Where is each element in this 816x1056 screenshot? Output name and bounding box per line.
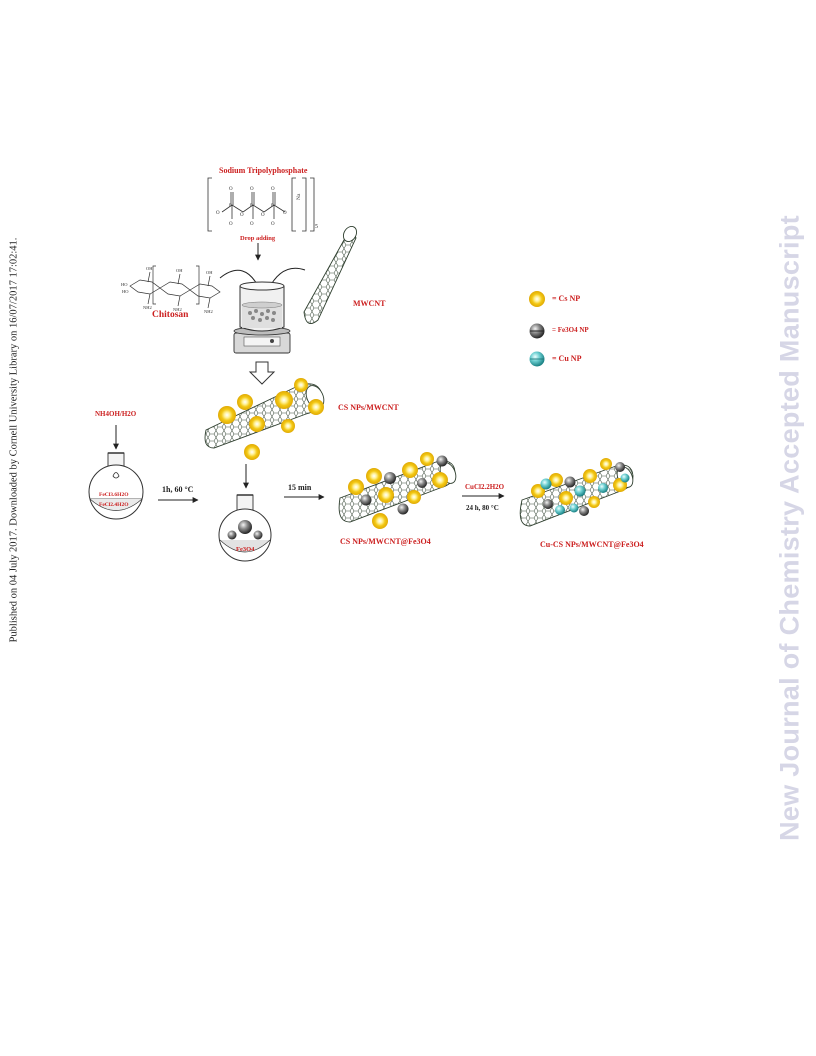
svg-text:NH2: NH2: [204, 309, 213, 314]
legend-cu-np-label: = Cu NP: [552, 354, 582, 363]
svg-text:OH: OH: [206, 270, 213, 275]
svg-text:O: O: [283, 211, 287, 216]
hollow-down-arrow: [248, 361, 276, 385]
condition-15-min: 15 min: [288, 483, 312, 492]
tpp-title: Sodium Tripolyphosphate: [219, 166, 308, 175]
fe3o4-flask-label: Fe3O4: [236, 546, 255, 553]
flask1-reagent-1: FeCl3.6H2O: [99, 492, 129, 498]
cu-cs-product-tube: [519, 458, 634, 527]
nh4oh-label: NH4OH/H2O: [95, 410, 137, 418]
svg-text:O: O: [229, 222, 233, 227]
cs-mwcnt-fe3o4-label: CS NPs/MWCNT@Fe3O4: [340, 537, 431, 546]
svg-text:NH2: NH2: [143, 305, 152, 310]
tpp-structure: [207, 177, 315, 232]
svg-text:P: P: [271, 204, 274, 209]
svg-text:OH: OH: [176, 268, 183, 273]
svg-text:O: O: [261, 213, 265, 218]
mwcnt-label: MWCNT: [353, 299, 386, 308]
mwcnt-tube: [303, 226, 358, 325]
tpp-counterion: Na: [296, 193, 302, 200]
condition-1h-60c: 1h, 60 °C: [162, 485, 194, 494]
stirrer-beaker: [233, 281, 291, 354]
svg-text:HO: HO: [121, 282, 128, 287]
cs-mwcnt-tube: [204, 378, 325, 460]
cs-mwcnt-fe3o4-tube: [338, 452, 457, 529]
svg-text:O: O: [240, 213, 244, 218]
legend-fe3o4-np-label: = Fe3O4 NP: [552, 326, 589, 334]
legend-markers: [529, 291, 545, 367]
svg-text:O: O: [271, 187, 275, 192]
legend-cs-np-marker: [529, 291, 545, 307]
svg-text:P: P: [229, 204, 232, 209]
tpp-atoms: O O O P P P O O O O O O O: [216, 187, 287, 227]
tpp-subscript: 5: [315, 224, 318, 230]
legend-cs-np-label: = Cs NP: [552, 294, 581, 303]
svg-text:O: O: [250, 187, 254, 192]
svg-text:O: O: [250, 222, 254, 227]
cs-nps-mwcnt-label: CS NPs/MWCNT: [338, 403, 399, 412]
chitosan-label: Chitosan: [152, 310, 189, 320]
drop-adding-label: Drop adding: [240, 235, 276, 242]
cu-cs-product-label: Cu-CS NPs/MWCNT@Fe3O4: [540, 540, 644, 549]
svg-text:O: O: [229, 187, 233, 192]
svg-text:P: P: [250, 204, 253, 209]
svg-text:OH: OH: [146, 266, 153, 271]
flask-2: [218, 494, 272, 562]
flask-1: [88, 452, 144, 520]
flask1-reagent-2: FeCl2.4H2O: [99, 502, 129, 508]
svg-text:HO: HO: [122, 289, 129, 294]
svg-text:O: O: [271, 222, 275, 227]
svg-text:NH2: NH2: [173, 307, 182, 312]
condition-24h-80c: 24 h, 80 °C: [466, 504, 499, 512]
svg-text:O: O: [216, 211, 220, 216]
chitosan-structure: [129, 265, 221, 309]
cucl2-label: CuCl2.2H2O: [465, 483, 505, 491]
